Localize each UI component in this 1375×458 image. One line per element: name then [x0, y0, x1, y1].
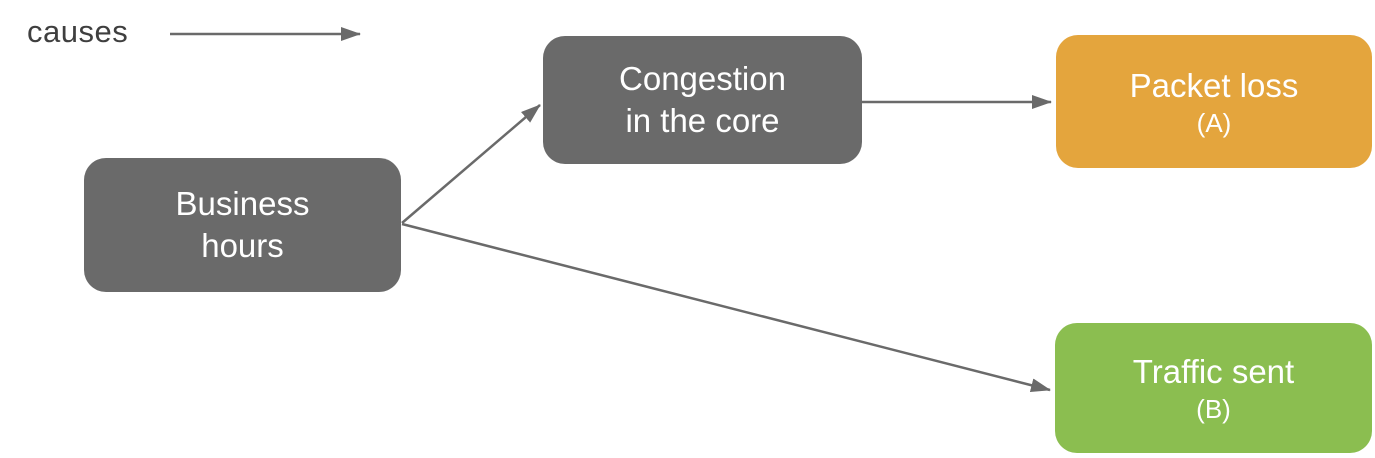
- node-packet-loss-label: Packet loss: [1129, 66, 1299, 104]
- node-packet-loss: Packet loss (A): [1056, 35, 1372, 168]
- node-traffic-sent-sublabel: (B): [1196, 394, 1231, 424]
- node-congestion-in-the-core: Congestion in the core: [543, 36, 862, 164]
- edge-business-hours-to-congestion: [401, 104, 541, 224]
- node-congestion-label: Congestion in the core: [619, 60, 786, 139]
- legend-causes-label: causes: [27, 14, 129, 49]
- node-traffic-sent-label: Traffic sent: [1132, 353, 1295, 390]
- node-packet-loss-sublabel: (A): [1196, 107, 1232, 138]
- node-business-hours-label: Business hours: [175, 185, 310, 264]
- node-business-hours: Business hours: [84, 158, 401, 292]
- edge-business-hours-to-traffic-sent: [401, 222, 1051, 393]
- node-traffic-sent: Traffic sent (B): [1055, 323, 1372, 453]
